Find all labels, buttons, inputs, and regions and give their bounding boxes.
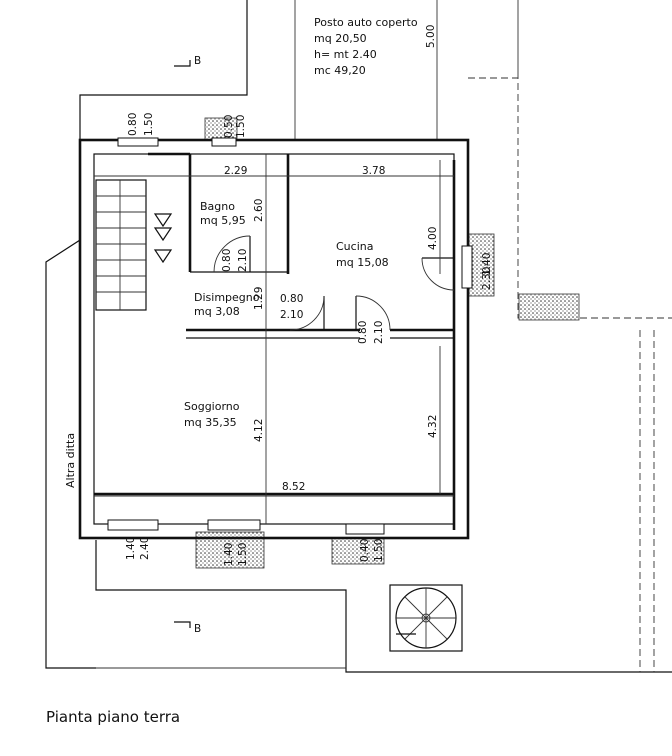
window-openings [107, 137, 473, 535]
garage-area-text: mq 20,50 [314, 32, 367, 45]
dim-soggiorno-right-depth: 4.32 [427, 415, 439, 438]
dim-sog-door-w: 0.80 [357, 321, 369, 344]
disimpegno-area: mq 3,08 [194, 305, 240, 318]
dim-bagno-door-w: 0.80 [221, 249, 233, 272]
dim-sog-door-h: 2.10 [373, 321, 385, 344]
dim-disimpegno-depth: 1.29 [253, 287, 265, 310]
spiral-staircase [389, 584, 463, 652]
stairs [95, 179, 173, 311]
bagno-name: Bagno [200, 200, 235, 213]
dim-bottom-win2-w: 1.40 [223, 543, 235, 566]
dim-hatch-top-b: 1.50 [235, 115, 247, 138]
soggiorno-area: mq 35,35 [184, 416, 237, 429]
dim-bottom-win2-h: 1.50 [237, 543, 249, 566]
dim-right-win-h: 2.30 [481, 267, 493, 290]
garage-volume-text: mc 49,20 [314, 64, 366, 77]
dimension-texts: 0.80 1.50 0.50 1.50 2.29 3.78 2.60 0.80 … [125, 113, 493, 566]
section-marker-bottom: B [174, 621, 201, 635]
garage-area: Posto auto coperto mq 20,50 h= mt 2.40 m… [294, 0, 519, 140]
svg-text:B: B [194, 623, 201, 635]
dim-bagno-width: 2.29 [224, 165, 247, 177]
room-labels: Bagno mq 5,95 Cucina mq 15,08 Disimpegno… [64, 200, 389, 488]
drawing-title: Pianta piano terra [46, 708, 180, 726]
dim-bottom-win1-h: 2.40 [139, 537, 151, 560]
disimpegno-name: Disimpegno [194, 291, 260, 304]
building-walls [78, 138, 470, 540]
dimension-lines [94, 154, 454, 524]
dim-soggiorno-depth: 4.12 [253, 419, 265, 442]
bagno-area: mq 5,95 [200, 214, 246, 227]
dim-bottom-win3-h: 1.50 [373, 539, 385, 562]
dim-bottom-win3-w: 0.40 [359, 539, 371, 562]
dim-dis-door-w: 0.80 [280, 293, 303, 305]
dim-top-win-w: 0.80 [127, 113, 139, 136]
neighbor-label: Altra ditta [64, 433, 77, 488]
dim-cucina-width: 3.78 [362, 165, 385, 177]
dim-top-win-h: 1.50 [143, 113, 155, 136]
dim-bottom-win1-w: 1.40 [125, 537, 137, 560]
dim-hatch-top-a: 0.50 [223, 115, 235, 138]
dim-dis-door-h: 2.10 [280, 309, 303, 321]
svg-text:B: B [194, 55, 201, 67]
dim-garage-depth: 5.00 [425, 25, 437, 48]
garage-name: Posto auto coperto [314, 16, 418, 29]
hatched-vents [195, 117, 580, 569]
garage-height-text: h= mt 2.40 [314, 48, 377, 61]
dim-right-win-w: 1.40 [481, 253, 493, 276]
dim-bagno-depth: 2.60 [253, 199, 265, 222]
cucina-area: mq 15,08 [336, 256, 389, 269]
soggiorno-name: Soggiorno [184, 400, 240, 413]
cucina-name: Cucina [336, 240, 373, 253]
dim-overall-width: 8.52 [282, 481, 305, 493]
door-swings [213, 235, 455, 331]
section-marker-top: B [174, 55, 201, 67]
dim-bagno-door-h: 2.10 [237, 249, 249, 272]
dim-cucina-depth: 4.00 [427, 227, 439, 250]
